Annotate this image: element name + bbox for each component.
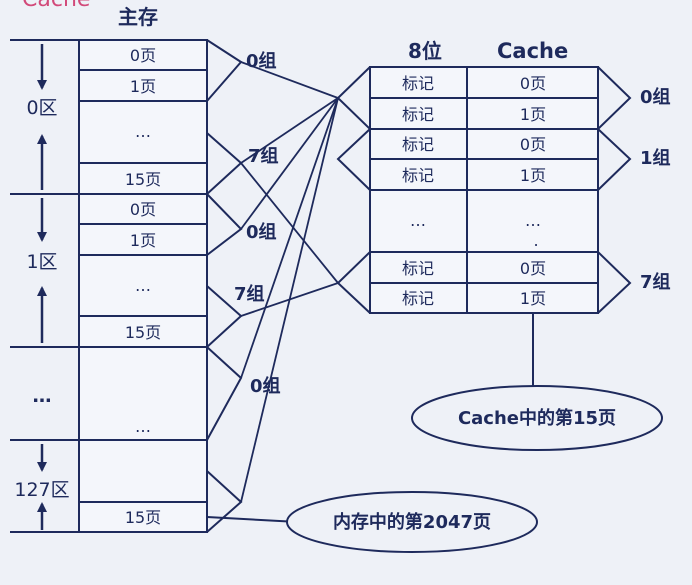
cache-tag: 标记 <box>402 135 434 154</box>
main-memory-column <box>78 39 208 533</box>
mem-group-label: 7组 <box>234 283 265 305</box>
cache-grid-lines <box>370 67 598 313</box>
main-memory-rows: 0页 1页 … 15页 0页 1页 … 15页 … 15页 <box>125 46 161 527</box>
cache-page: 1页 <box>520 166 546 185</box>
mapping-lines <box>240 61 339 503</box>
cache-tag: 标记 <box>402 289 434 308</box>
cache-title: Cache <box>497 39 568 63</box>
main-memory-outline <box>78 39 208 533</box>
cache-tag: … <box>410 211 426 230</box>
cache-tag: 标记 <box>402 166 434 185</box>
memory-page-callout-text: 内存中的第2047页 <box>333 511 491 533</box>
cache-group-label: 1组 <box>640 147 671 169</box>
mem-row: 1页 <box>130 231 156 250</box>
cache-left-brackets <box>336 66 371 314</box>
main-memory-title: 主存 <box>118 5 158 29</box>
zone-label: … <box>33 385 52 407</box>
cache-page-callout-bubble <box>411 385 663 451</box>
mem-row: 1页 <box>130 77 156 96</box>
memory-page-callout-bubble <box>286 491 538 553</box>
mem-group-label: 0组 <box>246 221 277 243</box>
memory-callout-line <box>206 516 299 523</box>
cache-page: … <box>525 211 541 230</box>
cache-page: 0页 <box>520 74 546 93</box>
cache-right-brackets <box>597 66 632 314</box>
mem-row: 0页 <box>130 46 156 65</box>
cache-page-callout-text: Cache中的第15页 <box>458 407 616 429</box>
cache-page: 0页 <box>520 259 546 278</box>
cache-group-label: 7组 <box>640 271 671 293</box>
zone-label: 127区 <box>14 479 69 501</box>
cache-group-label: 0组 <box>640 86 671 108</box>
cache-dot: . <box>533 231 538 250</box>
cache-page: 1页 <box>520 105 546 124</box>
mem-group-label: 7组 <box>248 145 279 167</box>
mem-row: … <box>135 276 151 295</box>
cache-page: 1页 <box>520 289 546 308</box>
mem-row: … <box>135 122 151 141</box>
mem-row: … <box>135 417 151 436</box>
zone-label: 1区 <box>26 251 57 273</box>
tag-width-title: 8位 <box>408 39 442 63</box>
main-memory-row-lines <box>79 69 207 503</box>
partial-cache-title: Cache <box>22 0 90 12</box>
mem-row: 15页 <box>125 170 161 189</box>
memory-group-labels: 0组 7组 0组 7组 0组 <box>234 50 281 397</box>
cache-page: 0页 <box>520 135 546 154</box>
cache-tag: 标记 <box>402 105 434 124</box>
cache-rows: 标记 0页 标记 1页 标记 0页 标记 1页 … … . 标记 0页 标记 1… <box>402 74 546 308</box>
cache-tag: 标记 <box>402 259 434 278</box>
cache-tag: 标记 <box>402 74 434 93</box>
zone-separators <box>10 39 79 533</box>
mem-row: 0页 <box>130 200 156 219</box>
zone-labels: 0区 1区 … 127区 <box>14 97 69 501</box>
zone-label: 0区 <box>26 97 57 119</box>
mem-group-label: 0组 <box>250 375 281 397</box>
mem-row: 15页 <box>125 508 161 527</box>
mem-row: 15页 <box>125 323 161 342</box>
cache-group-labels: 0组 1组 7组 <box>640 86 671 293</box>
